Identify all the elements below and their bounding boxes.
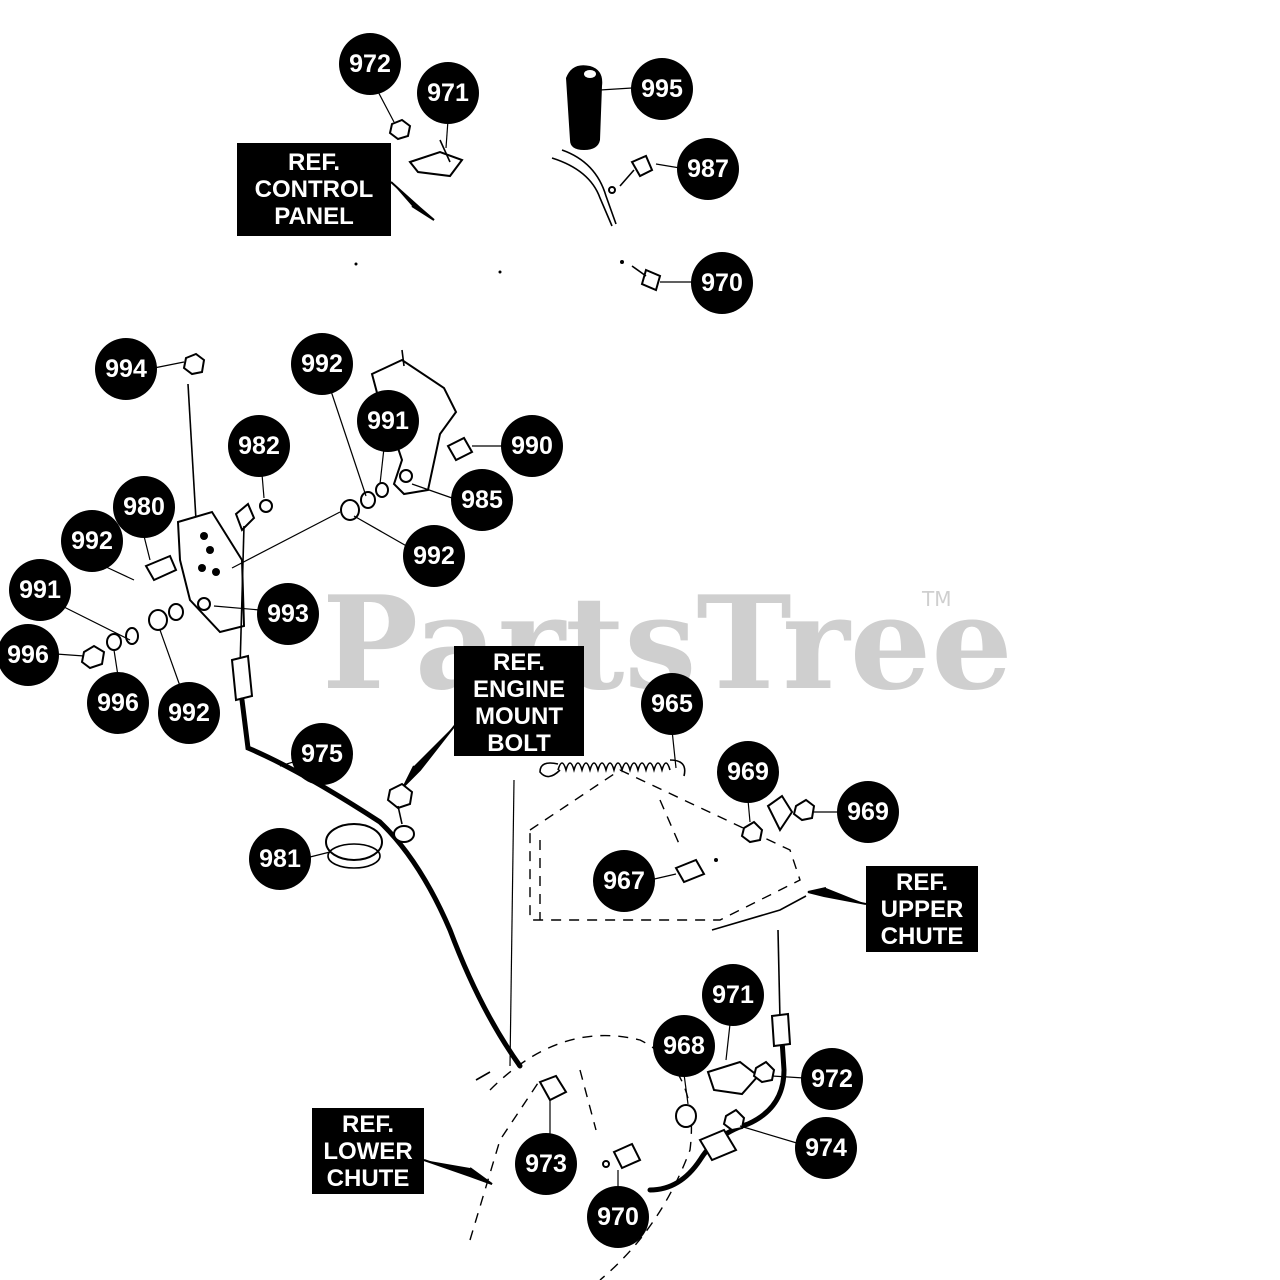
- svg-text:992: 992: [168, 699, 210, 727]
- svg-text:971: 971: [427, 79, 469, 107]
- svg-text:975: 975: [301, 740, 343, 768]
- svg-text:981: 981: [259, 845, 301, 873]
- callout-967[interactable]: 967: [593, 850, 655, 912]
- svg-text:967: 967: [603, 867, 645, 895]
- callout-990[interactable]: 990: [501, 415, 563, 477]
- lower-chute-outline: [469, 1034, 776, 1280]
- ref-lower-chute: REF. LOWER CHUTE: [312, 1108, 493, 1194]
- callout-969[interactable]: 969: [837, 781, 899, 843]
- callout-971[interactable]: 971: [417, 62, 479, 124]
- callout-965[interactable]: 965: [641, 673, 703, 735]
- svg-text:973: 973: [525, 1150, 567, 1178]
- svg-text:969: 969: [727, 758, 769, 786]
- ref-control-panel-line3: PANEL: [274, 203, 354, 230]
- ref-control-panel-line2: CONTROL: [255, 176, 374, 203]
- callout-996[interactable]: 996: [0, 624, 59, 686]
- callout-972[interactable]: 972: [339, 33, 401, 95]
- callout-981[interactable]: 981: [249, 828, 311, 890]
- ref-upper-chute-line1: REF.: [896, 869, 948, 896]
- engine-mount-bolt: [386, 782, 415, 843]
- callout-975[interactable]: 975: [291, 723, 353, 785]
- svg-text:992: 992: [301, 350, 343, 378]
- callout-994[interactable]: 994: [95, 338, 157, 400]
- control-lever-assembly: [354, 65, 662, 292]
- svg-text:972: 972: [811, 1065, 853, 1093]
- callout-970[interactable]: 970: [587, 1186, 649, 1248]
- callout-992[interactable]: 992: [61, 510, 123, 572]
- callout-993[interactable]: 993: [257, 583, 319, 645]
- spring-965: [539, 759, 686, 778]
- clamp-981: [325, 823, 383, 869]
- callout-973[interactable]: 973: [515, 1133, 577, 1195]
- callout-985[interactable]: 985: [451, 469, 513, 531]
- svg-text:993: 993: [267, 600, 309, 628]
- ref-lower-chute-line2: LOWER: [323, 1138, 412, 1165]
- svg-text:968: 968: [663, 1032, 705, 1060]
- callout-992[interactable]: 992: [403, 525, 465, 587]
- ref-engine-line3: MOUNT: [475, 703, 563, 730]
- callout-995[interactable]: 995: [631, 58, 693, 120]
- callout-970[interactable]: 970: [691, 252, 753, 314]
- svg-text:982: 982: [238, 432, 280, 460]
- ref-engine-mount-bolt: REF. ENGINE MOUNT BOLT: [403, 646, 584, 787]
- callout-996[interactable]: 996: [87, 672, 149, 734]
- svg-text:987: 987: [687, 155, 729, 183]
- ref-upper-chute-line3: CHUTE: [881, 923, 964, 950]
- ref-lower-chute-line3: CHUTE: [327, 1165, 410, 1192]
- svg-text:980: 980: [123, 493, 165, 521]
- ref-engine-line1: REF.: [493, 649, 545, 676]
- callout-991[interactable]: 991: [357, 390, 419, 452]
- ref-upper-chute: REF. UPPER CHUTE: [807, 866, 978, 952]
- svg-text:965: 965: [651, 690, 693, 718]
- svg-text:995: 995: [641, 75, 683, 103]
- callout-982[interactable]: 982: [228, 415, 290, 477]
- callout-992[interactable]: 992: [291, 333, 353, 395]
- svg-text:992: 992: [71, 527, 113, 555]
- leader-lines: [55, 83, 840, 1190]
- svg-text:996: 996: [7, 641, 49, 669]
- callout-971[interactable]: 971: [702, 964, 764, 1026]
- callout-974[interactable]: 974: [795, 1117, 857, 1179]
- callout-968[interactable]: 968: [653, 1015, 715, 1077]
- svg-text:985: 985: [461, 486, 503, 514]
- callout-991[interactable]: 991: [9, 559, 71, 621]
- callout-969[interactable]: 969: [717, 741, 779, 803]
- svg-text:974: 974: [805, 1134, 847, 1162]
- ref-control-panel-line1: REF.: [288, 149, 340, 176]
- svg-text:992: 992: [413, 542, 455, 570]
- callout-992[interactable]: 992: [158, 682, 220, 744]
- svg-text:972: 972: [349, 50, 391, 78]
- svg-text:971: 971: [712, 981, 754, 1009]
- callout-972[interactable]: 972: [801, 1048, 863, 1110]
- callout-980[interactable]: 980: [113, 476, 175, 538]
- svg-text:970: 970: [597, 1203, 639, 1231]
- upper-chute-outline: [529, 769, 816, 931]
- ref-engine-line4: BOLT: [487, 730, 551, 757]
- svg-text:969: 969: [847, 798, 889, 826]
- callout-987[interactable]: 987: [677, 138, 739, 200]
- ref-upper-chute-line2: UPPER: [881, 896, 964, 923]
- svg-text:991: 991: [367, 407, 409, 435]
- svg-text:996: 996: [97, 689, 139, 717]
- ref-control-panel: REF. CONTROL PANEL: [237, 143, 435, 236]
- svg-text:970: 970: [701, 269, 743, 297]
- ref-engine-line2: ENGINE: [473, 676, 565, 703]
- svg-text:990: 990: [511, 432, 553, 460]
- watermark-trademark: TM: [921, 587, 951, 611]
- svg-text:991: 991: [19, 576, 61, 604]
- ref-lower-chute-line1: REF.: [342, 1111, 394, 1138]
- svg-text:994: 994: [105, 355, 147, 383]
